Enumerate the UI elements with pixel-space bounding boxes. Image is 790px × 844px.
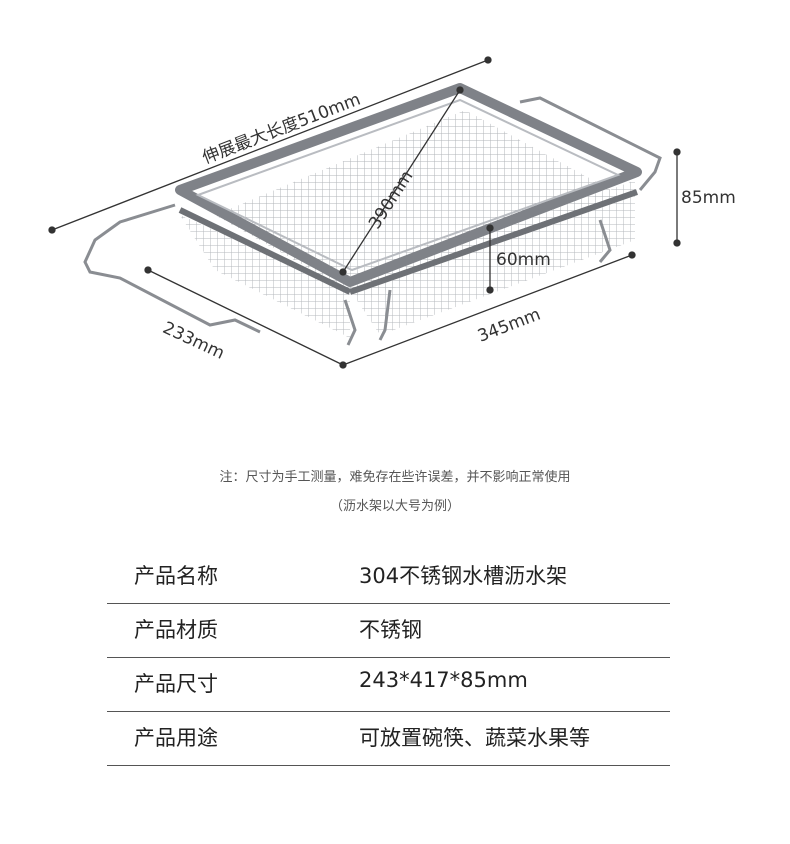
right-leg <box>598 219 612 263</box>
rim-right-edge <box>349 189 638 295</box>
dim-line-width <box>147 269 344 366</box>
spec-row-size: 产品尺寸 243*417*85mm <box>107 658 670 712</box>
spec-value: 不锈钢 <box>359 618 422 642</box>
spec-label: 产品名称 <box>134 564 218 588</box>
label-height-total: 85mm <box>681 188 736 208</box>
spec-label: 产品用途 <box>134 726 218 750</box>
spec-value: 可放置碗筷、蔬菜水果等 <box>359 726 590 750</box>
measurement-note-sub: （沥水架以大号为例） <box>329 499 460 514</box>
right-handle-rod <box>519 96 662 191</box>
middle-leg <box>378 289 392 341</box>
spec-value: 304不锈钢水槽沥水架 <box>359 564 568 588</box>
measurement-note: 注：尺寸为手工测量，难免存在些许误差，并不影响正常使用 <box>219 470 571 485</box>
spec-row-usage: 产品用途 可放置碗筷、蔬菜水果等 <box>107 712 670 766</box>
spec-table: 产品名称 304不锈钢水槽沥水架 产品材质 不锈钢 产品尺寸 243*417*8… <box>107 550 670 766</box>
dim-line-diagonal <box>342 89 461 273</box>
spec-row-material: 产品材质 不锈钢 <box>107 604 670 658</box>
dimension-lines <box>48 56 681 369</box>
basket-rim-inner <box>195 98 621 272</box>
basket-mesh-front-wall <box>180 215 350 338</box>
spec-label: 产品材质 <box>134 618 218 642</box>
rim-front-edge <box>178 207 352 295</box>
left-handle-rod <box>83 203 261 334</box>
basket-rim-top <box>175 83 642 287</box>
dim-line-extended-length <box>51 59 489 231</box>
label-height-basket: 60mm <box>496 250 551 270</box>
spec-value: 243*417*85mm <box>359 668 528 692</box>
dim-line-length <box>342 254 633 366</box>
product-dimension-illustration: 伸展最大长度510mm 390mm 85mm 60mm 233mm 345mm <box>0 0 790 420</box>
drain-basket-drawing <box>48 56 681 369</box>
front-leg <box>343 299 357 346</box>
spec-row-name: 产品名称 304不锈钢水槽沥水架 <box>107 550 670 604</box>
spec-label: 产品尺寸 <box>134 672 218 696</box>
